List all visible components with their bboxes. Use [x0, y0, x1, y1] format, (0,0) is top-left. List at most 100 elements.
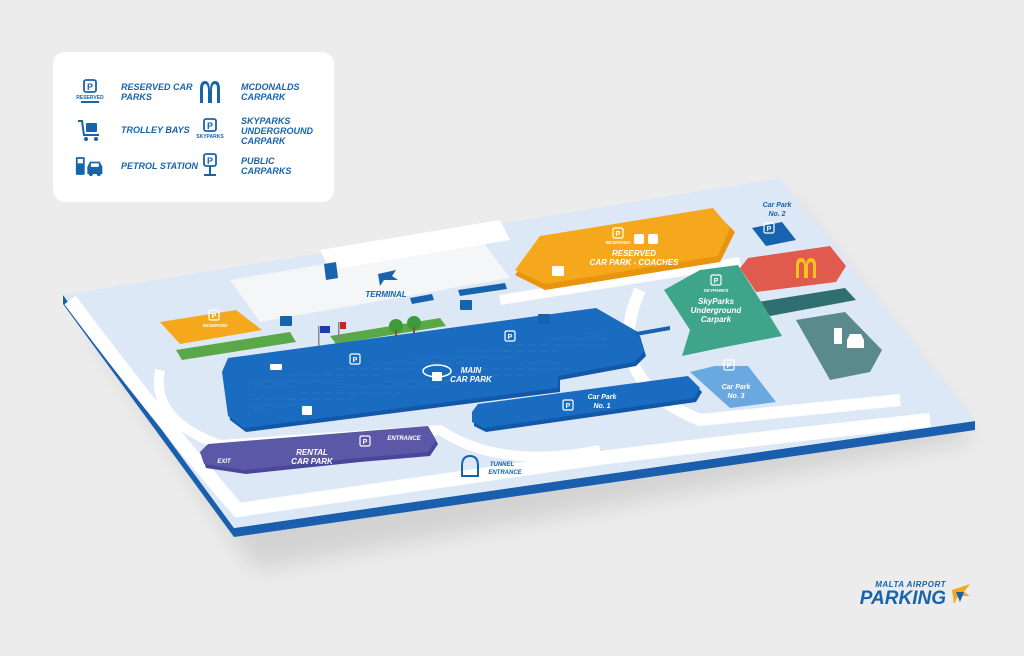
svg-text:SKYPARKS: SKYPARKS: [704, 288, 729, 293]
svg-text:P: P: [207, 156, 213, 166]
svg-text:MAIN: MAIN: [461, 366, 482, 375]
trolley-icon: [302, 406, 312, 415]
public-parking-icon: P: [195, 152, 225, 180]
mcdonalds-icon: [796, 258, 816, 278]
svg-text:P: P: [212, 313, 217, 320]
exit-label: EXIT: [217, 459, 232, 465]
trolley-icon: [552, 266, 564, 276]
svg-text:P: P: [727, 363, 732, 370]
car-park-1-label: P Car Park No. 1: [562, 394, 618, 411]
trolley-icon: [460, 300, 472, 310]
rental-car-park: [200, 426, 436, 470]
trolley-icon: [432, 372, 442, 381]
svg-text:SkyParks: SkyParks: [698, 297, 735, 306]
terminal-building: [230, 238, 510, 322]
svg-text:P: P: [508, 334, 513, 341]
petrol-station-icon: [75, 152, 105, 180]
svg-text:No. 1: No. 1: [593, 403, 610, 410]
legend-item-mcdonalds: McDONALDS CARPARK: [195, 78, 321, 106]
base-edge: [63, 295, 975, 537]
mcdonalds-carpark: [740, 246, 846, 292]
petrol-station-icon: [834, 328, 864, 348]
skyparks-sign-text: SKYPARKS: [196, 134, 224, 140]
tunnel-icon: [461, 454, 479, 477]
brand-logo: MALTA AIRPORT PARKING: [860, 580, 972, 609]
coach-icon: [648, 234, 658, 244]
svg-text:P: P: [87, 82, 93, 92]
car-park-3-label: P Car Park No. 3: [722, 359, 752, 400]
svg-text:CAR PARK - COACHES: CAR PARK - COACHES: [590, 258, 679, 267]
svg-text:RESERVED: RESERVED: [203, 323, 229, 328]
legend-label: TROLLEY BAYS: [121, 125, 190, 135]
main-car-park-label: MAIN CAR PARK: [422, 364, 493, 384]
svg-text:RESERVED: RESERVED: [612, 249, 656, 258]
svg-text:P: P: [767, 226, 772, 233]
brand-top: MALTA AIRPORT: [875, 580, 946, 589]
svg-text:Car Park: Car Park: [763, 202, 793, 209]
petrol-station-area: [796, 312, 882, 380]
svg-text:Carpark: Carpark: [701, 315, 732, 324]
road-north: [499, 257, 741, 305]
reserved-parking-icon: P RESERVED: [75, 78, 105, 106]
tunnel-entrance: TUNNEL ENTRANCE: [461, 454, 523, 477]
skyparks-underground-carpark: [664, 265, 782, 356]
terminal-roof: [320, 220, 510, 270]
main-car-park-sign: P P: [349, 330, 516, 365]
svg-text:No. 2: No. 2: [768, 211, 785, 218]
road-outer: [64, 295, 931, 518]
legend-label: RESERVED CAR PARKS: [121, 82, 193, 102]
footbridge: [636, 326, 670, 336]
legend-label: SKYPARKS UNDERGROUND CARPARK: [241, 116, 313, 146]
svg-text:P: P: [616, 231, 621, 238]
road-inner: [153, 369, 601, 462]
svg-text:No. 3: No. 3: [727, 393, 744, 400]
svg-text:TUNNEL: TUNNEL: [490, 462, 515, 468]
map-legend: P RESERVED RESERVED CAR PARKS McDONALDS …: [53, 52, 334, 202]
rental-car-park-label: P RENTAL CAR PARK ENTRANCE EXIT: [217, 435, 422, 466]
legend-label: PUBLIC CARPARKS: [241, 156, 292, 176]
plane-logo-icon: [952, 584, 970, 604]
legend-item-trolley: TROLLEY BAYS: [75, 116, 201, 144]
svg-text:RENTAL: RENTAL: [296, 448, 328, 457]
reserved-sign-text: RESERVED: [76, 95, 104, 101]
trolley-icon: [270, 364, 282, 370]
dark-teal-strip: [758, 288, 856, 316]
svg-text:P: P: [566, 403, 571, 410]
svg-text:Car Park: Car Park: [722, 384, 752, 391]
reserved-west-sign: P RESERVED: [203, 309, 229, 328]
entrance-label: ENTRANCE: [387, 436, 421, 442]
svg-text:P: P: [363, 439, 368, 446]
green-strip-west: [176, 332, 296, 360]
terminal-text: TERMINAL: [365, 290, 406, 299]
svg-text:RESERVED: RESERVED: [606, 240, 632, 245]
car-park-1: [472, 376, 700, 428]
legend-item-reserved: P RESERVED RESERVED CAR PARKS: [75, 78, 201, 106]
svg-text:CAR PARK: CAR PARK: [450, 375, 493, 384]
svg-text:ENTRANCE: ENTRANCE: [488, 470, 522, 476]
svg-text:P: P: [714, 278, 719, 285]
svg-text:Car Park: Car Park: [588, 394, 618, 401]
reserved-car-park-west: [160, 310, 262, 344]
brand-main: PARKING: [859, 588, 946, 609]
svg-text:P: P: [353, 357, 358, 364]
car-park-3: [690, 366, 776, 408]
mcdonalds-icon: [195, 78, 225, 106]
reserved-coaches-label: P RESERVED RESERVED CAR PARK - COACHES: [590, 227, 679, 267]
legend-item-skyparks: P SKYPARKS SKYPARKS UNDERGROUND CARPARK: [195, 116, 321, 146]
legend-item-public: P PUBLIC CARPARKS: [195, 152, 321, 180]
skyparks-label: P SKYPARKS SkyParks Underground Carpark: [691, 274, 743, 324]
svg-text:CAR PARK: CAR PARK: [291, 457, 334, 466]
legend-label: McDONALDS CARPARK: [241, 82, 300, 102]
svg-text:P: P: [207, 121, 213, 131]
coach-icon: [634, 234, 644, 244]
trolley-icon: [280, 316, 292, 326]
flags: [318, 322, 346, 348]
svg-text:Underground: Underground: [691, 306, 743, 315]
reserved-car-park-coaches: [515, 208, 730, 284]
legend-item-petrol: PETROL STATION: [75, 152, 201, 180]
trolley-icon: [75, 116, 105, 144]
terminal-label: TERMINAL: [365, 270, 407, 299]
car-park-2: [752, 222, 796, 246]
trolley-icon: [538, 314, 550, 324]
